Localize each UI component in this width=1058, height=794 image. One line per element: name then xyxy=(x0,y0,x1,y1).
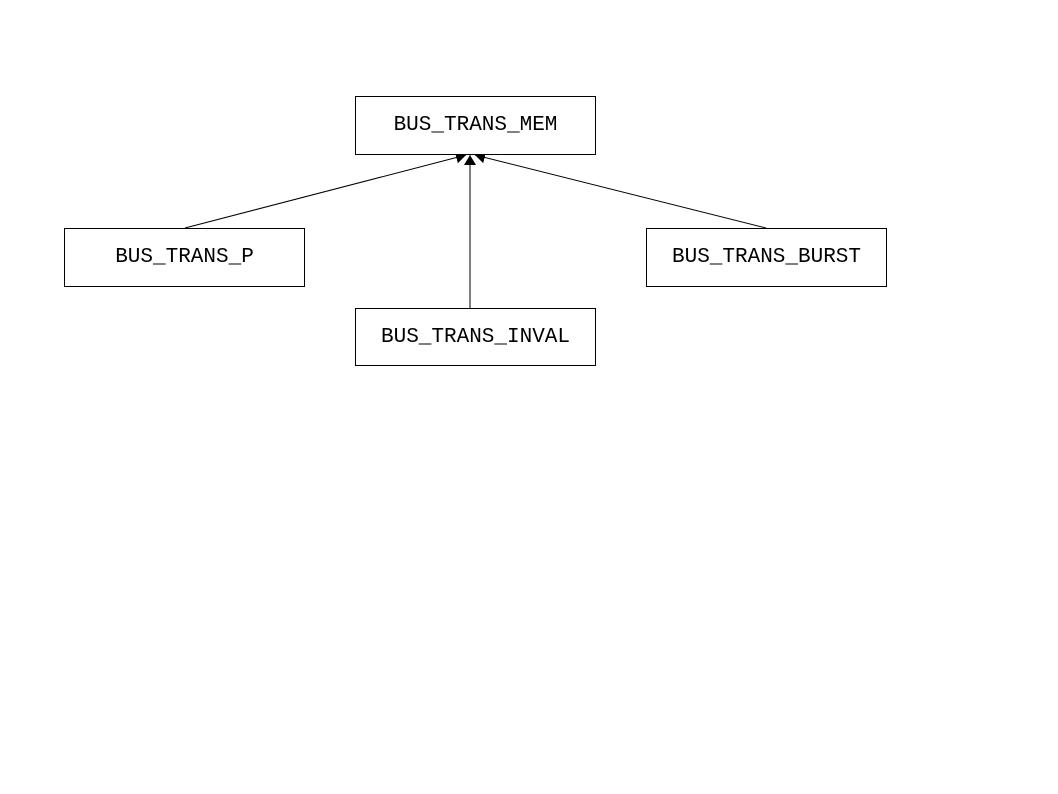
edge-burst-to-mem xyxy=(474,151,767,229)
node-label: BUS_TRANS_INVAL xyxy=(380,325,571,349)
node-bus-trans-burst: BUS_TRANS_BURST xyxy=(646,228,887,287)
node-label: BUS_TRANS_P xyxy=(115,246,254,269)
node-bus-trans-mem: BUS_TRANS_MEM xyxy=(355,96,596,155)
edge-p-to-mem xyxy=(184,151,467,229)
node-bus-trans-p: BUS_TRANS_P xyxy=(64,228,305,287)
node-label: BUS_TRANS_MEM xyxy=(393,114,558,137)
node-label: BUS_TRANS_BURST xyxy=(671,246,862,269)
node-bus-trans-inval: BUS_TRANS_INVAL xyxy=(355,308,596,366)
